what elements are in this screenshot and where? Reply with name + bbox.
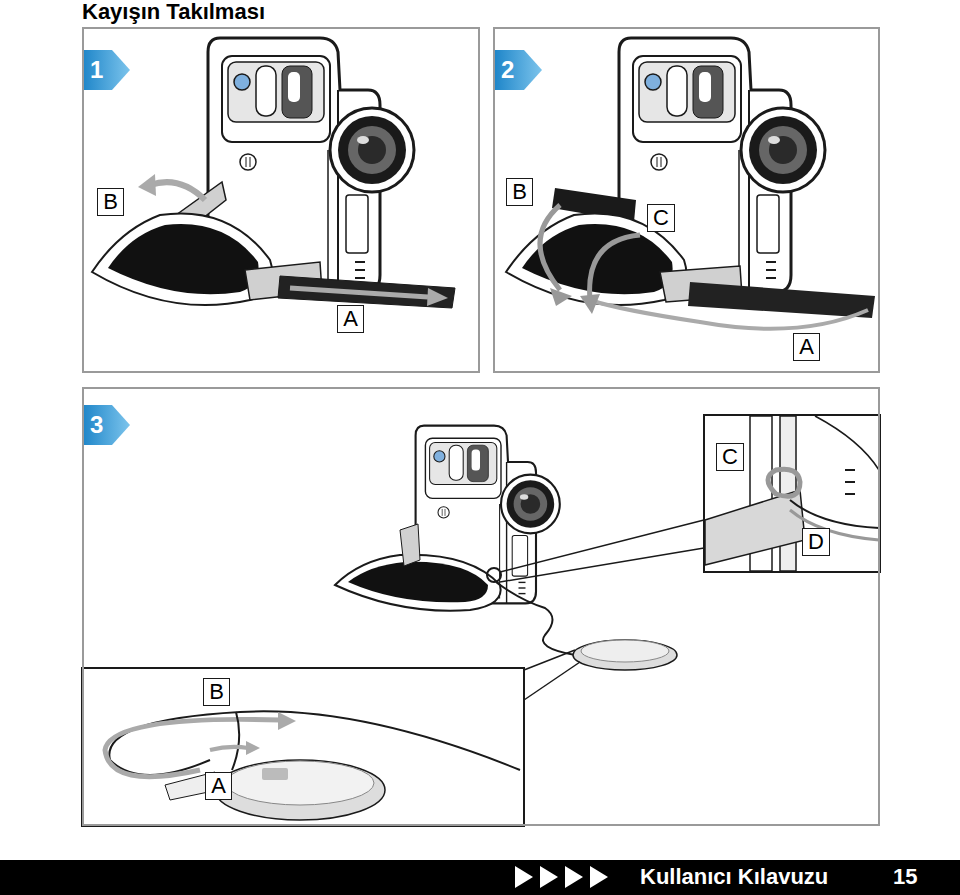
step3-drawing-part [524,662,580,700]
step3-drawing-part [348,562,488,602]
step1-drawing [92,38,455,308]
step3-drawing-part [232,712,239,770]
step3-drawing-part [496,582,575,655]
step-panel: 3C D B A [82,387,880,826]
step3-drawing-part [581,640,669,662]
step3-drawing-part [278,712,296,730]
step-number: 3 [90,412,103,438]
step3-drawing-part [815,416,879,470]
footer-bar-part [515,866,533,888]
footer-bar-part [565,866,583,888]
step3-drawing-part [500,548,704,582]
footer-bar [0,860,960,895]
step3-drawing-part [845,481,855,483]
step1-drawing-part [290,288,428,297]
step3-drawing-part [82,668,524,826]
callout-letter: B [203,678,230,706]
callout-letter: A [205,772,232,800]
step3-drawing-part [845,493,855,495]
step2-drawing-part [580,294,600,314]
step3-drawing-part [400,524,420,566]
callout-text: A [343,306,358,331]
callout-text: B [103,189,118,214]
callout-text: C [653,205,669,230]
step3-drawing-part [487,568,501,582]
callout-text: B [512,179,527,204]
step-number: 2 [501,57,514,83]
step3-drawing-part [500,520,704,572]
step1-drawing-part [150,182,205,200]
step1-drawing-part [92,213,273,305]
step3-drawing-part [105,719,280,776]
step3-drawing-part [573,640,677,670]
step2-drawing-part [688,282,875,318]
callout-letter: C [647,204,675,232]
step-badge [83,405,130,445]
step-badge [83,50,130,90]
step2-drawing [506,38,875,329]
step3-drawing-part [704,415,880,572]
callout-letter: A [793,333,820,361]
step3-drawing-part [226,761,374,805]
step3-drawing-part [524,650,575,670]
step2-drawing-part [590,300,868,329]
step1-drawing-part [278,276,455,308]
callout-text: A [799,334,814,359]
step1-drawing-part [138,174,156,196]
step3-drawing-part [768,469,800,496]
step3-drawing-part [790,500,879,528]
step1-drawing-part [108,224,259,294]
step3-drawing-part [246,741,260,755]
callout-text: C [722,444,738,469]
callout-letter: A [337,305,364,333]
callout-letter: D [802,528,830,556]
step3-drawing-part [210,747,248,750]
step3-drawing [82,415,880,826]
callout-letter: B [506,178,533,206]
step-panel: 2B C A [493,27,880,373]
step3-drawing-part [335,555,501,611]
page-number: 15 [893,864,917,890]
callout-letter: B [97,188,124,216]
footer-title: Kullanıcı Kılavuzu [640,864,828,890]
callout-text: B [209,679,224,704]
step1-drawing-part [427,288,448,306]
step3-drawing-part [215,760,385,820]
step-number: 1 [90,57,103,83]
step-badge [495,50,542,90]
page-title: Kayışın Takılması [82,0,265,24]
step2-drawing-part [540,205,560,290]
step2-drawing-part [550,288,572,306]
footer-bar-part [540,866,558,888]
callout-text: A [211,773,226,798]
callout-text: D [808,529,824,554]
footer-bar-part [590,866,608,888]
step-panel: 1B A [82,27,480,373]
callout-letter: C [716,443,744,471]
step3-drawing-part [262,768,288,780]
step3-drawing-part [845,469,855,471]
step2-drawing-part [590,235,640,300]
footer-bar-part [0,860,960,895]
